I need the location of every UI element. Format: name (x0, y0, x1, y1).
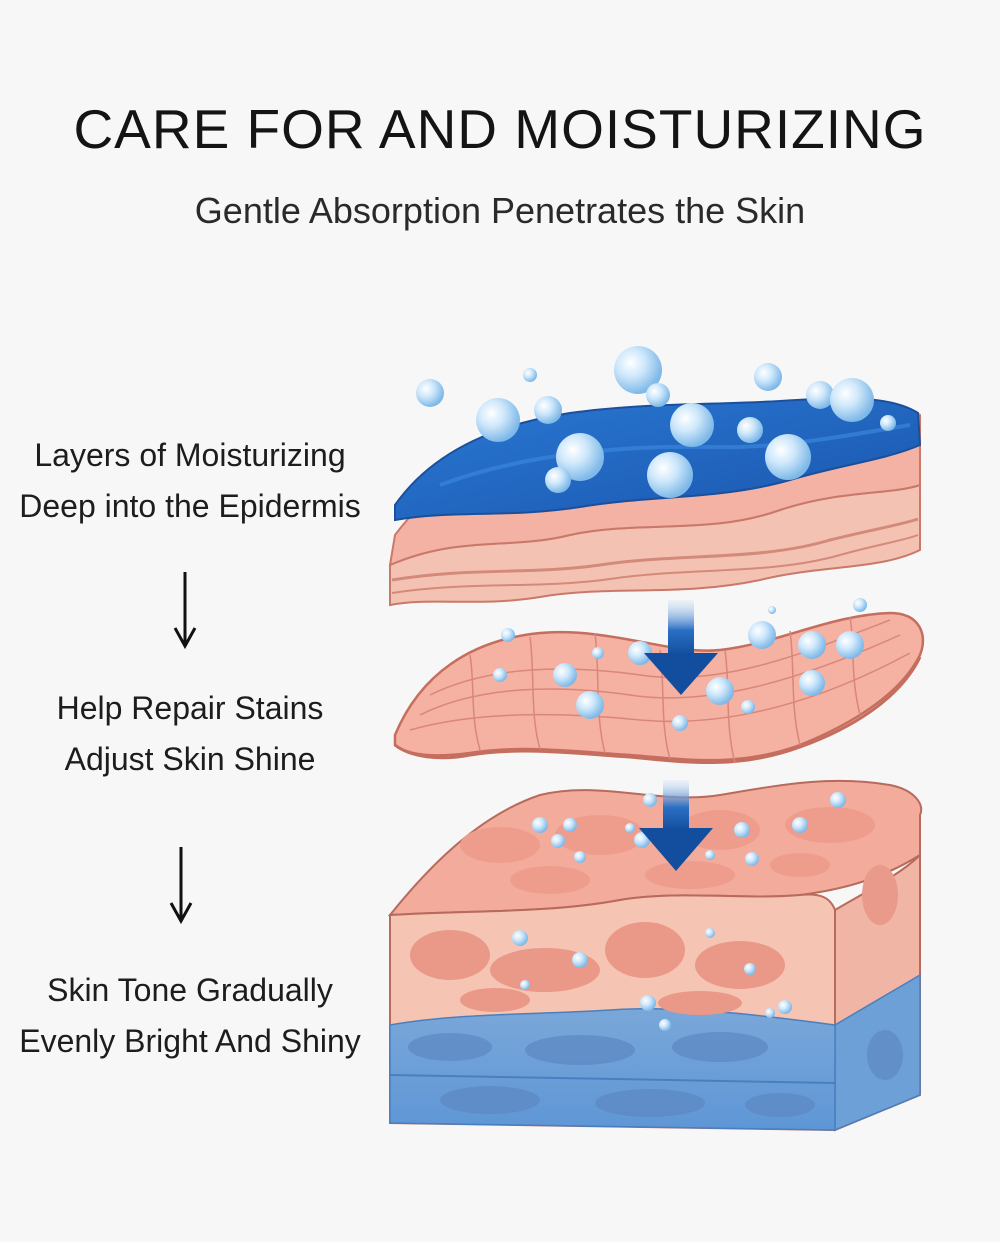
down-arrow-icon (173, 572, 197, 650)
water-bubble-icon (512, 792, 846, 1031)
blue-down-arrow-icon (639, 780, 713, 871)
water-bubble-icon (493, 598, 867, 731)
step-epidermis: Layers of Moisturizing Deep into the Epi… (0, 430, 380, 532)
step-bright-line2: Evenly Bright And Shiny (19, 1023, 361, 1059)
down-arrow-icon (169, 847, 193, 925)
water-bubble-icon (416, 346, 896, 498)
step-bright-line1: Skin Tone Gradually (47, 972, 333, 1008)
step-epidermis-line2: Deep into the Epidermis (19, 488, 361, 524)
skin-layers-illustration (387, 346, 925, 1132)
step-epidermis-line1: Layers of Moisturizing (34, 437, 346, 473)
step-repair-line2: Adjust Skin Shine (64, 741, 316, 777)
step-repair-line1: Help Repair Stains (56, 690, 324, 726)
page-title: CARE FOR AND MOISTURIZING (73, 98, 927, 160)
step-bright: Skin Tone Gradually Evenly Bright And Sh… (0, 965, 380, 1067)
blue-down-arrow-icon (644, 600, 718, 695)
page-subtitle: Gentle Absorption Penetrates the Skin (194, 190, 806, 231)
step-repair: Help Repair Stains Adjust Skin Shine (0, 683, 380, 785)
dermis-layer (393, 611, 925, 765)
